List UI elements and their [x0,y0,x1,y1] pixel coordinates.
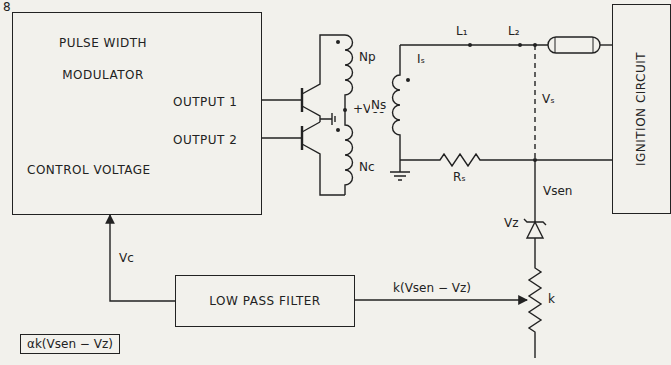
current-name: Iₛ [416,52,426,66]
resistor-name: Rₛ [452,170,467,184]
lamp-wire [600,44,612,45]
filter-block: LOW PASS FILTER [175,275,355,327]
zener-bar [524,219,546,225]
signal-name: Vsen [542,184,573,198]
lamp-electrode [555,37,593,53]
modulator-block: PULSE WIDTH MODULATOR OUTPUT 1 OUTPUT 2 CON… [12,12,262,215]
figure-number: 8 [2,0,12,14]
junction-dots [336,40,537,162]
polarity-dot [406,78,410,82]
base-wire [262,99,302,100]
signal-name: αk(Vsen − Vz) [20,334,120,354]
lamp-tube [548,37,600,53]
junction-dot [533,158,537,162]
signal-connector [110,215,175,301]
block-title: IGNITION CIRCUIT [635,52,649,166]
wiper-wire [355,299,527,300]
block-title: PULSE WIDTH MODULATOR [53,27,153,91]
collector-wire [302,35,345,94]
ground-symbol [320,113,335,125]
secondary-winding [393,45,400,160]
junction-dot [343,108,347,112]
zener-diode [527,222,543,238]
voltage-name: Vₛ [541,92,556,106]
block-title: LOW PASS FILTER [209,294,320,308]
wiring [262,35,612,358]
inductance-name: L₂ [507,24,521,38]
junction-dot [533,43,537,47]
signal-name: Vc [118,251,135,265]
voltage-name: Vz [503,216,520,230]
sense-wire [534,160,535,222]
port-name: OUTPUT 2 [173,133,237,147]
base-wire [262,137,302,138]
lamp-wire [400,44,548,45]
transistor-base-bar [301,88,303,112]
gain-name: k [547,292,556,306]
polarity-dot [336,40,340,44]
winding-name: Np [358,50,377,64]
resistor-symbol [400,154,612,166]
port-name: OUTPUT 1 [173,95,237,109]
junction-dot [468,43,472,47]
junction-dot [518,43,522,47]
polarity-dot [336,128,340,132]
emitter-wire [302,106,320,122]
port-name: CONTROL VOLTAGE [27,163,151,177]
inductance-name: L₁ [455,24,469,38]
transistor-base-bar [301,126,303,150]
voltage-indicator [534,45,535,160]
ground-symbol [390,160,410,180]
ignition-block: IGNITION CIRCUIT [612,4,671,214]
emitter-wire [302,122,320,132]
collector-wire [302,144,345,195]
winding-name: Ns [370,98,387,112]
signal-name: k(Vsen − Vz) [392,281,472,295]
potentiometer [529,238,541,358]
winding-name: Nc [358,160,376,174]
